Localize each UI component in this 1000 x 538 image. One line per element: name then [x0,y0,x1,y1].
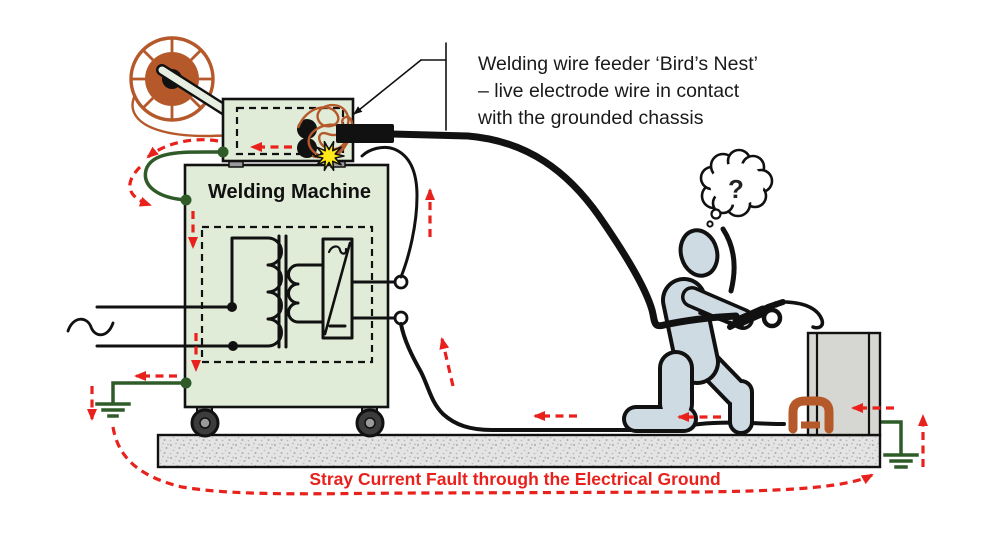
annotation-line-2: – live electrode wire in contact [478,80,740,102]
secondary-coil [287,263,324,324]
torso [665,281,716,381]
stray-current-arrows [87,138,928,496]
welding-machine: Welding Machine [66,163,409,438]
bubble-trail-2 [706,220,714,228]
arrow-feeder-to-ground-a [146,138,219,159]
annotation-line-3: with the grounded chassis [477,107,704,129]
transformer-core [277,234,288,349]
arrow-feeder-to-ground-b [128,165,152,207]
rectifier-box [321,237,354,340]
machine-inner-dashed-box [200,225,374,364]
machine-ground-node-upper [180,194,192,206]
torch-lead-to-work [784,300,825,330]
spool-handle [158,66,232,116]
machine-ground-node-lower [180,377,192,389]
head [678,228,720,278]
machine-title: Welding Machine [208,181,371,203]
electrode-cable [388,130,740,330]
transformer-schematic [66,234,396,351]
wire-spool [129,36,301,138]
feeder-ground-node [217,146,229,158]
rectifier-ac-symbol [327,245,348,255]
workpiece [806,331,882,437]
feeder-inner-dashed-box [235,106,345,156]
annotation-line-1: Welding wire feeder ‘Bird’s Nest’ [478,53,758,75]
caster-wheel-right [355,403,385,438]
feeder-ground-wire [143,150,225,202]
collar-line [720,226,737,294]
caster-wheel-left [190,403,220,438]
torch-cable-loop [761,307,783,329]
concrete-floor [156,433,882,469]
output-leads [350,280,396,320]
question-mark: ? [728,174,744,204]
arrow-work-cable-up [439,337,455,387]
work-return-cable [399,322,786,432]
wire-feeder [221,97,394,172]
annotation-leader [353,42,447,131]
arrow-ground-loop [111,426,874,496]
bubble-trail-1 [710,208,722,220]
thought-bubble: ? [699,148,774,228]
welding-torch [727,299,825,330]
bubble-core [710,163,764,205]
spark-icon [313,140,345,172]
machine-earth-wire [111,381,188,404]
torch-cable-connector [336,124,394,143]
spool-spokes [131,38,213,120]
ac-source-icon [66,317,115,337]
feeder-supply-cable [360,145,419,279]
annotation-text: Welding wire feeder ‘Bird’s Nest’ – live… [477,53,758,129]
drive-roll-bottom [297,138,317,158]
earth-symbol-left [95,402,131,418]
earth-symbol-right [883,453,919,469]
rectifier-diagonal [323,241,352,336]
fault-caption: Stray Current Fault through the Electric… [309,469,720,489]
ground-clamp [788,396,834,434]
